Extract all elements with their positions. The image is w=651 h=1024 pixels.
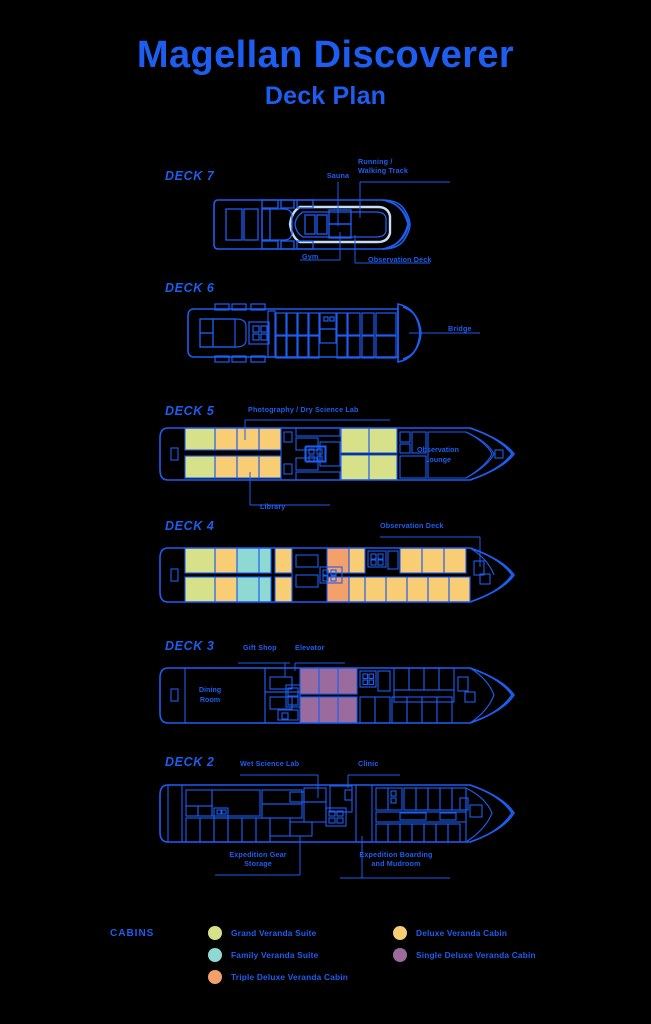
deck-5-label: DECK 5: [165, 404, 215, 418]
legend-item-family-veranda-suite: Family Veranda Suite: [208, 944, 348, 966]
deck-2-section: DECK 2: [0, 750, 651, 895]
page-header: Magellan Discoverer Deck Plan: [0, 34, 651, 111]
callout-observation-deck-4: Observation Deck: [380, 521, 444, 530]
legend-item-grand-veranda-suite: Grand Veranda Suite: [208, 922, 348, 944]
callout-photography-dry-science-lab: Photography / Dry Science Lab: [248, 405, 359, 414]
deck-6-section: DECK 6: [0, 278, 651, 388]
deck-3-diagram: Dining Room: [159, 662, 515, 724]
callout-gift-shop: Gift Shop: [243, 643, 277, 652]
legend-swatch-family-veranda-suite: [208, 948, 222, 962]
page-subtitle: Deck Plan: [264, 81, 387, 110]
legend-column-2: Deluxe Veranda Cabin Single Deluxe Veran…: [393, 922, 536, 966]
callout-library: Library: [260, 502, 286, 511]
page-title: Magellan Discoverer: [136, 34, 515, 76]
callout-observation-deck-7: Observation Deck: [368, 255, 432, 264]
legend: CABINS Grand Veranda Suite Family Verand…: [0, 918, 651, 998]
svg-text:Room: Room: [200, 695, 220, 704]
legend-item-single-deluxe-veranda-cabin: Single Deluxe Veranda Cabin: [393, 944, 536, 966]
legend-title: CABINS: [110, 928, 155, 939]
deck-3-label: DECK 3: [165, 639, 215, 653]
deck-5-section: DECK 5: [0, 400, 651, 520]
deck-7-section: DECK 7: [0, 157, 651, 275]
callout-sauna: Sauna: [326, 171, 350, 180]
legend-swatch-triple-deluxe-veranda-cabin: [208, 970, 222, 984]
legend-swatch-deluxe-veranda-cabin: [393, 926, 407, 940]
svg-text:Observation: Observation: [417, 445, 459, 454]
deck-3-section: DECK 3: [0, 635, 651, 745]
deck-2-label: DECK 2: [165, 755, 215, 769]
callout-wet-science-lab: Wet Science Lab: [240, 759, 300, 768]
deck-7-diagram: [213, 181, 450, 264]
callout-clinic: Clinic: [358, 759, 379, 768]
deck-4-section: DECK 4: [0, 515, 651, 630]
deck-4-diagram: [159, 536, 515, 603]
legend-label-family-veranda-suite: Family Veranda Suite: [231, 950, 319, 960]
legend-item-triple-deluxe-veranda-cabin: Triple Deluxe Veranda Cabin: [208, 966, 348, 988]
callout-running-walking-track: Running / Walking Track: [358, 157, 409, 176]
legend-swatch-single-deluxe-veranda-cabin: [393, 948, 407, 962]
legend-item-deluxe-veranda-cabin: Deluxe Veranda Cabin: [393, 922, 536, 944]
svg-text:Dining: Dining: [199, 685, 221, 694]
callout-bridge: Bridge: [448, 324, 472, 333]
legend-label-deluxe-veranda-cabin: Deluxe Veranda Cabin: [416, 928, 508, 938]
legend-label-grand-veranda-suite: Grand Veranda Suite: [231, 928, 317, 938]
callout-elevator: Elevator: [295, 643, 325, 652]
legend-label-single-deluxe-veranda-cabin: Single Deluxe Veranda Cabin: [416, 950, 536, 960]
callout-expedition-gear-storage: Expedition Gear Storage: [229, 850, 287, 869]
svg-text:Lounge: Lounge: [425, 455, 451, 464]
callout-expedition-boarding-mudroom: Expedition Boarding and Mudroom: [359, 850, 433, 869]
legend-column-1: Grand Veranda Suite Family Veranda Suite…: [208, 922, 348, 988]
deck-5-diagram: Observation Lounge: [159, 419, 515, 506]
callout-gym: Gym: [302, 252, 319, 261]
deck-6-label: DECK 6: [165, 281, 215, 295]
deck-6-diagram: [187, 303, 480, 363]
deck-4-label: DECK 4: [165, 519, 215, 533]
legend-label-triple-deluxe-veranda-cabin: Triple Deluxe Veranda Cabin: [231, 972, 348, 982]
legend-swatch-grand-veranda-suite: [208, 926, 222, 940]
deck-2-diagram: [159, 774, 515, 879]
deck-7-label: DECK 7: [165, 169, 215, 183]
